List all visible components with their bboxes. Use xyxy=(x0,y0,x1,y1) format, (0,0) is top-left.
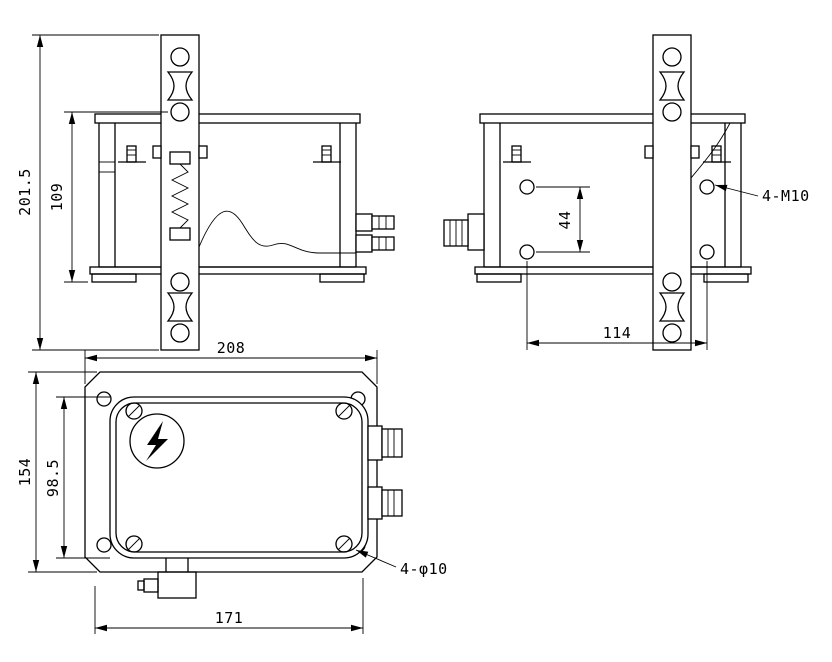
mounting-bracket-side xyxy=(644,34,700,351)
plate-height-dimension: 154 xyxy=(16,458,34,487)
hole-spacing-horizontal-dimension: 114 xyxy=(603,324,632,342)
hazard-symbol xyxy=(129,413,185,469)
lid-screws xyxy=(125,402,353,553)
cable-gland-bottom-upper xyxy=(367,425,403,461)
plate-width-dimension: 208 xyxy=(217,339,246,357)
device-body xyxy=(89,113,367,283)
side-view xyxy=(443,34,752,351)
cover-screw-side-right xyxy=(703,145,731,163)
cable-gland-front-upper xyxy=(355,213,395,232)
hole-spacing-vertical-dimension: 44 xyxy=(556,210,574,229)
bottom-view xyxy=(84,371,403,599)
drain-fitting xyxy=(137,558,197,599)
device-body-side xyxy=(474,113,752,283)
cable-gland-bottom-lower xyxy=(367,486,403,520)
thread-callout-label: 4-M10 xyxy=(762,187,810,205)
mounting-holes-side xyxy=(519,179,715,260)
lightning-bolt-icon xyxy=(146,421,168,461)
cover-lid xyxy=(109,396,369,559)
front-view xyxy=(89,34,395,351)
lid-height-dimension: 98.5 xyxy=(44,459,62,497)
body-height-dimension: 109 xyxy=(48,183,66,212)
cable-gland-front-lower xyxy=(355,234,395,253)
cable-gland-side xyxy=(443,213,485,251)
cover-screw-left xyxy=(118,145,146,163)
mounting-bracket-front xyxy=(152,34,208,351)
hole-callout-label: 4-φ10 xyxy=(400,560,448,578)
mounting-plate xyxy=(84,371,378,573)
dimensions: 201.5 109 44 114 4-M10 208 154 98.5 xyxy=(16,34,810,634)
mount-width-dimension: 171 xyxy=(215,609,244,627)
cover-screw-side-left xyxy=(503,145,531,163)
cover-screw-right xyxy=(313,145,341,163)
overall-height-dimension: 201.5 xyxy=(16,168,34,216)
